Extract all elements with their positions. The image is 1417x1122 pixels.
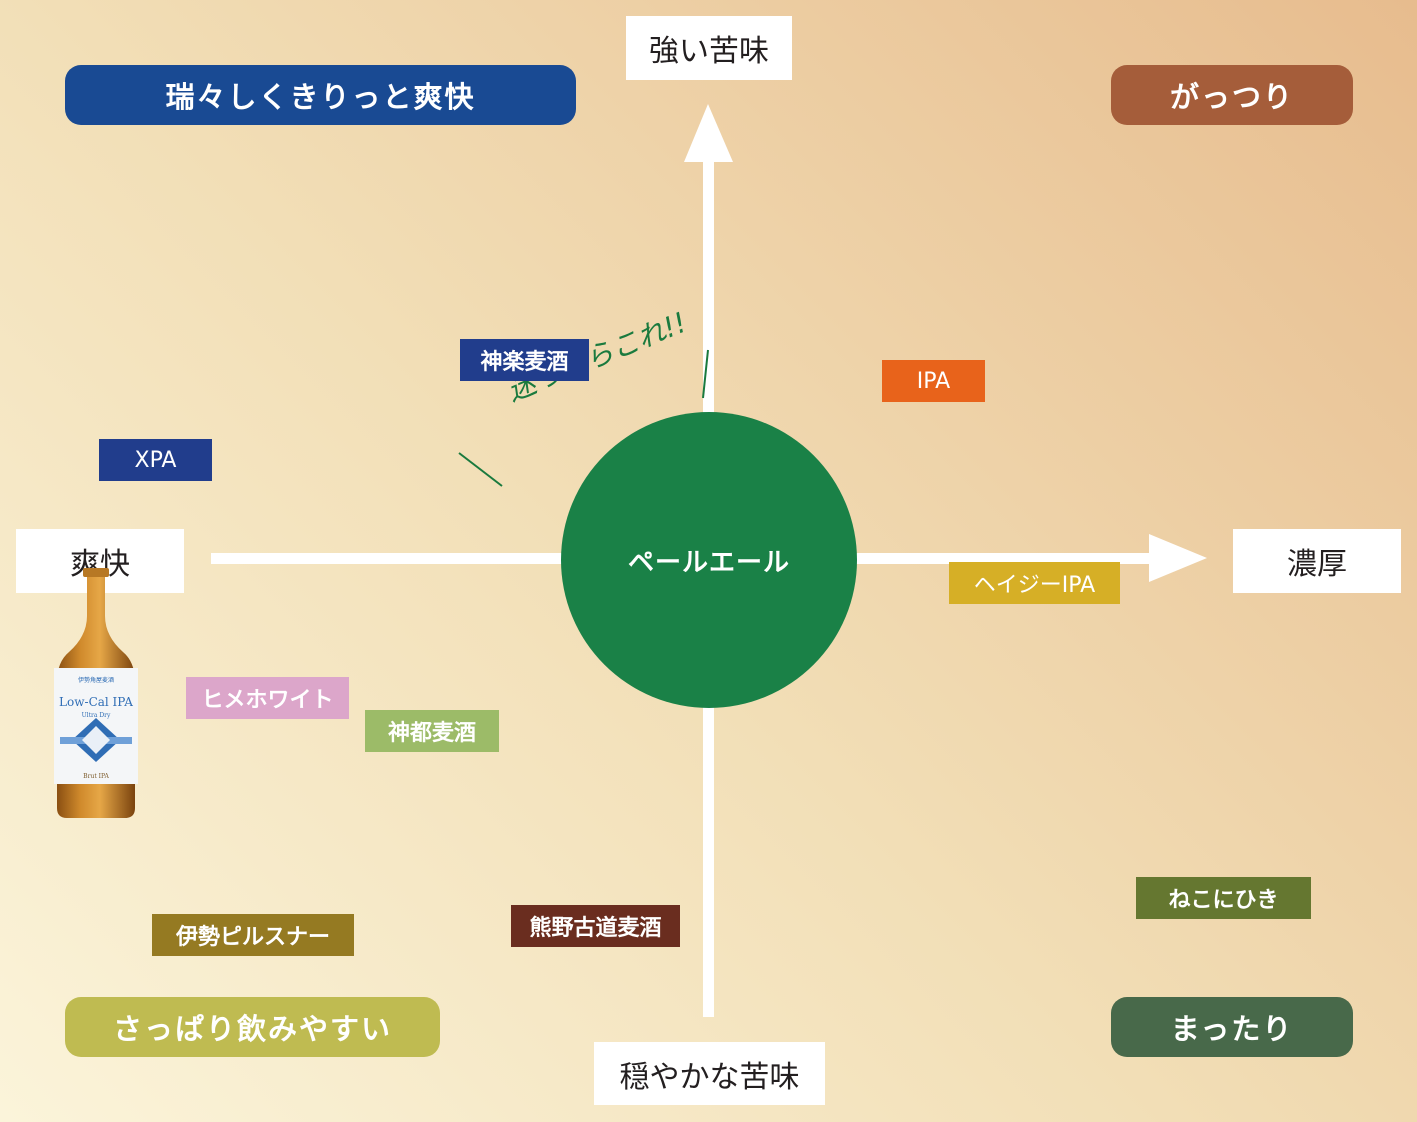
quadrant-bottom-right-label: まったり [1111, 997, 1353, 1057]
center-circle: ペールエール [561, 412, 857, 708]
axis-label-top: 強い苦味 [626, 16, 792, 80]
beer-tag-hime-white: ヒメホワイト [186, 677, 349, 719]
axis-label-bottom: 穏やかな苦味 [594, 1042, 825, 1105]
beer-tag-hazy-ipa: ヘイジーIPA [949, 562, 1120, 604]
bottle-label-bottom: Brut IPA [83, 773, 109, 780]
beer-tag-ipa: IPA [882, 360, 985, 402]
note-tick-right [702, 349, 709, 399]
right-arrow-head [1149, 534, 1207, 582]
note-tick-left [458, 452, 503, 487]
quadrant-top-right-label: がっつり [1111, 65, 1353, 125]
bottle-image: 伊勢角屋麦酒 Low-Cal IPA Ultra Dry Brut IPA [54, 568, 138, 818]
up-arrow-head [684, 104, 733, 162]
quadrant-bottom-left-label: さっぱり飲みやすい [65, 997, 440, 1057]
beer-tag-kagura: 神楽麦酒 [460, 339, 589, 381]
bottle-label-main: Low-Cal IPA [59, 695, 133, 709]
beer-tag-jinto: 神都麦酒 [365, 710, 499, 752]
beer-tag-kumano: 熊野古道麦酒 [511, 905, 680, 947]
bottle-label-top: 伊勢角屋麦酒 [78, 676, 114, 684]
beer-tag-xpa: XPA [99, 439, 212, 481]
quadrant-top-left-label: 瑞々しくきりっと爽快 [65, 65, 576, 125]
beer-tag-nekonihiki: ねこにひき [1136, 877, 1311, 919]
center-label: ペールエール [627, 547, 790, 578]
axis-label-right: 濃厚 [1233, 529, 1401, 593]
beer-tag-ise-pilsner: 伊勢ピルスナー [152, 914, 354, 956]
bottle-label-sub: Ultra Dry [82, 712, 111, 719]
